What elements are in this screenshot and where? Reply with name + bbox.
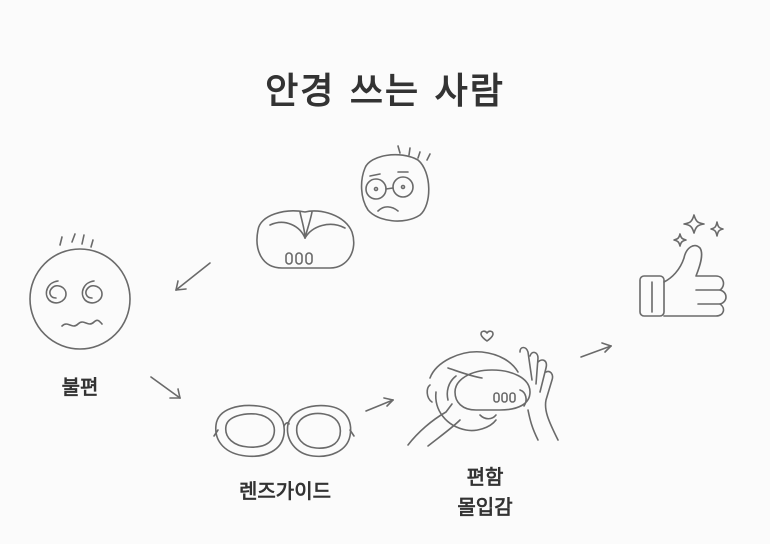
arrow-icon xyxy=(365,397,394,412)
label-discomfort: 불편 xyxy=(61,375,99,399)
lens-guide-frames-icon xyxy=(213,404,355,458)
arrow-icon xyxy=(580,342,612,358)
label-comfort-line2: 몰입감 xyxy=(457,495,513,519)
vr-headset-icon xyxy=(256,210,355,269)
heart-icon xyxy=(480,330,494,342)
label-comfort-line1: 편함 xyxy=(466,465,504,489)
label-lens-guide: 렌즈가이드 xyxy=(239,479,331,503)
arrow-icon xyxy=(150,376,181,399)
dizzy-face-icon xyxy=(29,233,131,350)
page-title: 안경 쓰는 사람 xyxy=(265,71,505,112)
label-comfort: 편함 몰입감 xyxy=(440,462,530,522)
person-wearing-vr-headset-icon xyxy=(407,330,559,447)
arrow-icon xyxy=(175,262,211,291)
face-with-glasses-icon xyxy=(360,145,431,222)
thumbs-up-icon xyxy=(639,244,727,317)
sparkle-icon xyxy=(673,214,724,247)
